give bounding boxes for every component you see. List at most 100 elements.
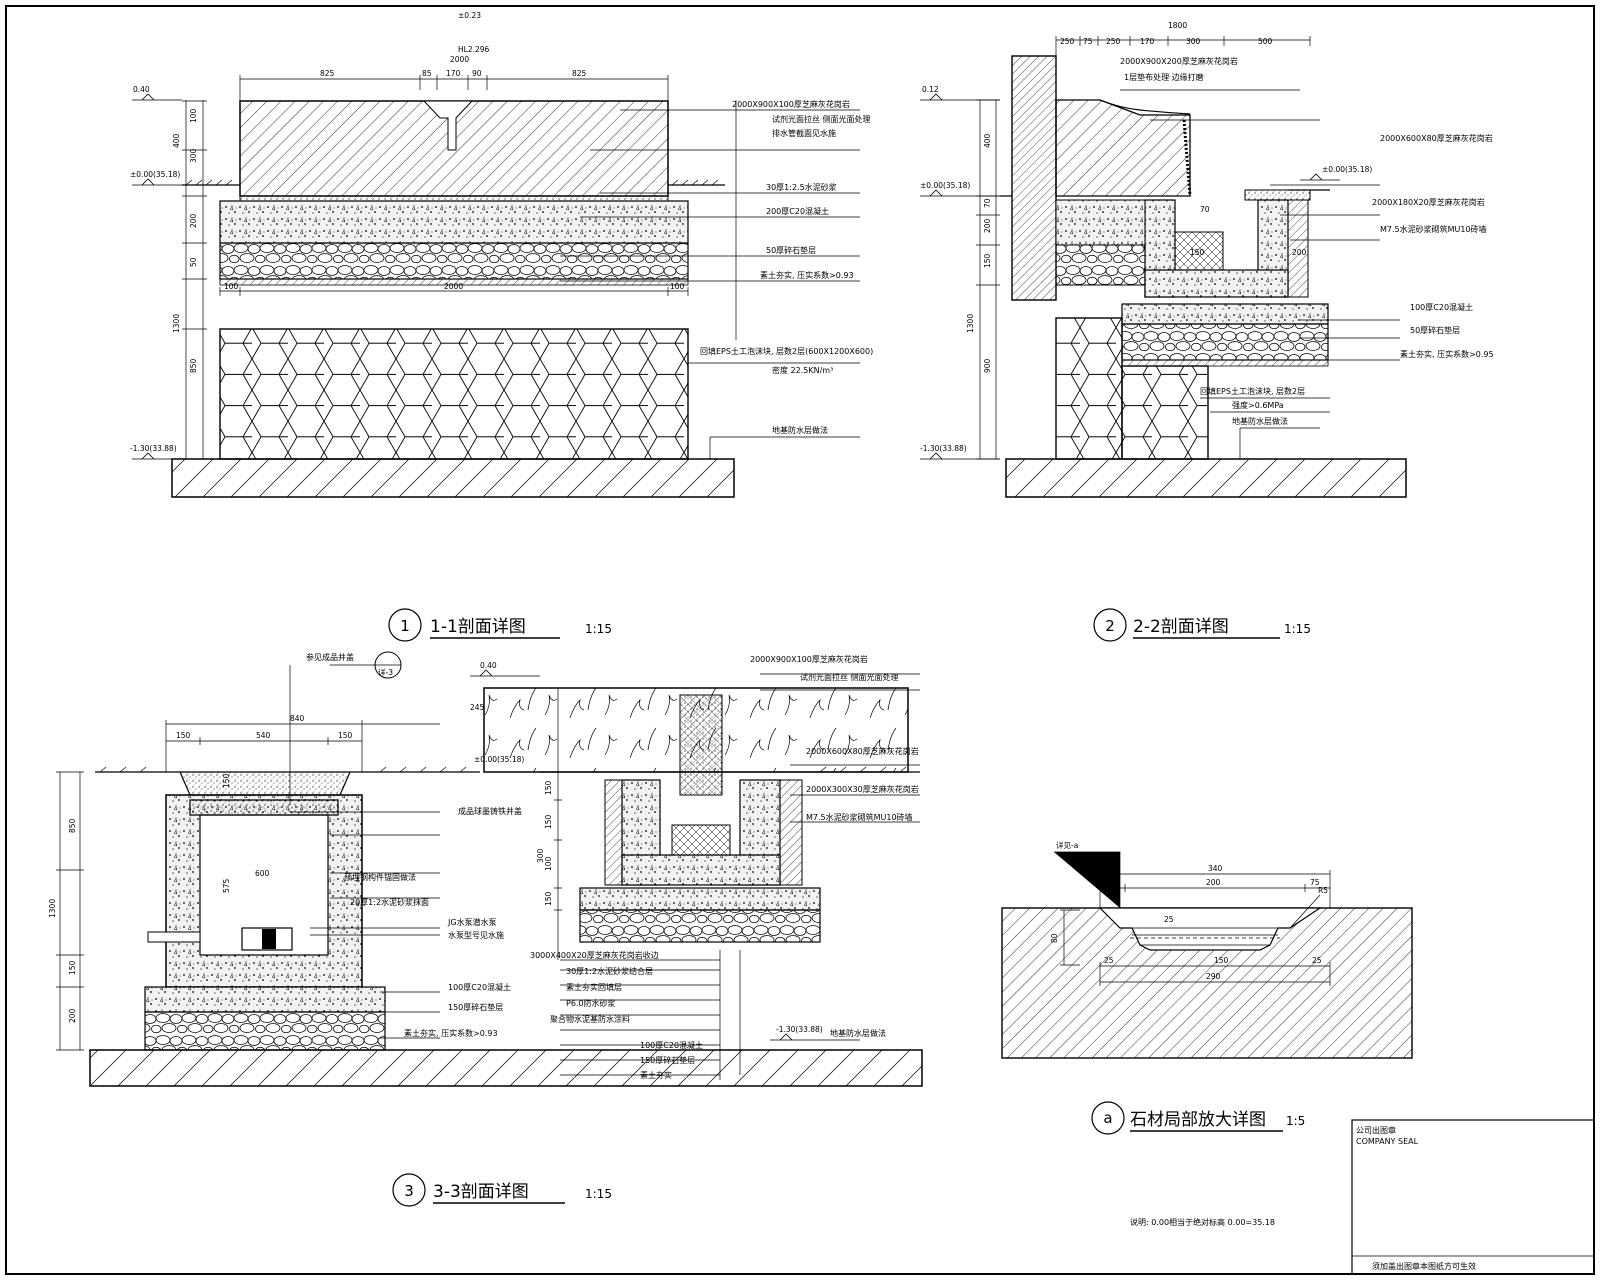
s3-label-right-6: 30厚1:2水泥砂浆结合层 (566, 966, 653, 976)
s2-label-3: 2000X180X20厚芝麻灰花岗岩 (1372, 197, 1485, 207)
s2-label-10: 地基防水层做法 (1232, 416, 1288, 426)
s3-label-left-5: 100厚C20混凝土 (448, 982, 511, 992)
detail-a-drawing (1001, 851, 1413, 1059)
sa-top-dim-3: 75 (1310, 878, 1320, 887)
s3-right-dim-1: 150 (544, 780, 553, 795)
title-a: a 石材局部放大详图 1:5 (1091, 1101, 1305, 1135)
s1-top-dim-0: 825 (320, 69, 335, 78)
title-3-circle (392, 1173, 426, 1207)
s3-gutter-concrete-base (579, 887, 821, 911)
title-1-1: 1 1-1剖面详图 1:15 (388, 608, 612, 642)
s3-inner-dim-2: 575 (222, 878, 231, 893)
s2-label-0: 2000X900X200厚芝麻灰花岗岩 (1120, 56, 1238, 66)
sa-ref-label: 详见-a (1056, 840, 1078, 850)
s1-leaders (560, 109, 860, 459)
s3-label-left-4: 水泵型号见水施 (448, 930, 504, 940)
s1-label-9: 地基防水层做法 (772, 425, 828, 435)
s2-label-1: 1层垫布处理 边缘打磨 (1124, 72, 1204, 82)
seal-box-frame (1351, 1119, 1595, 1275)
s1-eps-foam (219, 328, 689, 460)
section-1-1-drawing (132, 75, 860, 498)
sa-top-dim-0: 340 (1208, 864, 1223, 873)
s3-top-dim-2: 540 (256, 731, 271, 740)
s3-gutter-floor (621, 854, 781, 886)
s3-top-dim-1: 150 (176, 731, 191, 740)
s2-left-dim-1: 70 (983, 198, 992, 208)
s3-inner-dim-0: 150 (222, 773, 231, 788)
s3-label-right-11: 150厚碎石垫层 (640, 1055, 695, 1065)
sa-top-dim-lines (1099, 870, 1331, 908)
s2-top-dim-1: 75 (1083, 37, 1093, 46)
sa-top-dim-2: 200 (1206, 878, 1221, 887)
s3-gutter-gravel (579, 909, 821, 943)
s3-label-right-5: 3000X400X20厚芝麻灰花岗岩收边 (530, 950, 659, 960)
s2-eps-foam (1055, 317, 1123, 460)
s1-bottom-dim-line (219, 287, 689, 296)
s2-left-dim-lines (976, 99, 1000, 460)
s1-elev-grade: ±0.00(35.18) (130, 170, 180, 179)
s1-label-3: 30厚1:2.5水泥砂浆 (766, 182, 837, 192)
s1-bottom-dim-2: 100 (670, 282, 685, 291)
s3-left-dim-3: 200 (68, 1008, 77, 1023)
section-2-2-drawing (920, 36, 1407, 498)
s2-inner-dim-0: 70 (1200, 205, 1210, 214)
sa-inner-dim-2: 25 (1164, 915, 1174, 924)
s3-label-right-7: 素土夯实回填层 (566, 982, 622, 992)
s1-elev-bottom: -1.30(33.88) (130, 444, 177, 453)
section-3-3-drawing (56, 651, 923, 1087)
s3-pit-gravel (144, 1011, 386, 1051)
s3-brick-left (604, 779, 623, 886)
sheet-border (5, 5, 1595, 1275)
s3-label-right-10: 100厚C20混凝土 (640, 1040, 703, 1050)
s1-top-dim-3: 90 (472, 69, 482, 78)
s2-top-dim-5: 500 (1258, 37, 1273, 46)
s2-left-fill (1055, 199, 1146, 246)
s3-ground-base (89, 1049, 923, 1087)
s1-left-dim-6: 850 (189, 358, 198, 373)
s3-right-dim-lines (554, 687, 562, 960)
title-3-3: 3 3-3剖面详图 1:15 (392, 1173, 612, 1207)
s3-pit-concrete-base (144, 986, 386, 1013)
s2-inner-dim-2: 200 (1292, 248, 1307, 257)
s1-top-dim-4: 825 (572, 69, 587, 78)
s3-ground-label: 地基防水层做法 (830, 1028, 886, 1038)
s2-grade-lines (1000, 189, 1330, 197)
s3-top-dim-lines (165, 720, 440, 772)
s2-eps-foam-2 (1121, 365, 1209, 460)
title-1-text: 1-1剖面详图 (430, 617, 526, 637)
s3-left-dim-1: 850 (68, 818, 77, 833)
s1-elev-markers (132, 93, 182, 460)
s3-callout-label: 参见成品井盖 (306, 652, 354, 662)
company-seal-box: 公司出图章 COMPANY SEAL 须加盖出图章本图纸方可生效 (1351, 1119, 1595, 1275)
s2-gravel-base (1121, 323, 1329, 361)
s3-label-left-6: 150厚碎石垫层 (448, 1002, 503, 1012)
s1-label-2: 排水管截面见水施 (772, 128, 836, 138)
s3-inner-dim-1: 600 (255, 869, 270, 878)
title-a-number: a (1103, 1109, 1112, 1127)
s1-left-dim-4: 50 (189, 257, 198, 267)
sa-bottom-dim-1: 25 (1104, 956, 1114, 965)
s2-inner-dim-1: 150 (1190, 248, 1205, 257)
s2-soil-base (1121, 359, 1329, 367)
s3-label-left-2: 20厚1:2水泥砂浆抹面 (350, 897, 429, 907)
s1-label-8: 密度 22.5KN/m³ (772, 365, 833, 375)
s3-pipe (147, 931, 201, 943)
s1-left-dim-2: 300 (189, 148, 198, 163)
s2-top-dim-4: 300 (1186, 37, 1201, 46)
s2-coping (1244, 189, 1311, 201)
s3-right-dim-5: 300 (536, 848, 545, 863)
s1-top-dim-2: 170 (446, 69, 461, 78)
s1-label-0: 2000X900X100厚芝麻灰花岗岩 (732, 99, 850, 109)
s3-label-left-0: 成品球墨铸铁井盖 (458, 806, 522, 816)
s1-soil-strip (219, 278, 689, 286)
s2-label-2: 2000X600X80厚芝麻灰花岗岩 (1380, 133, 1493, 143)
s2-elev-grade-right: ±0.00(35.18) (1322, 165, 1372, 174)
s3-left-dim-2: 150 (68, 960, 77, 975)
sa-radius: R5 (1318, 886, 1328, 895)
s2-top-dim-line (1055, 36, 1311, 56)
s2-elev-markers (920, 93, 1340, 460)
s3-label-right-9: 聚合物水泥基防水涂料 (550, 1014, 630, 1024)
s1-overflow-label: HL2.296 (458, 45, 490, 54)
s1-left-dim-lines (185, 100, 204, 459)
s1-label-6: 素土夯实, 压实系数>0.93 (760, 270, 854, 280)
